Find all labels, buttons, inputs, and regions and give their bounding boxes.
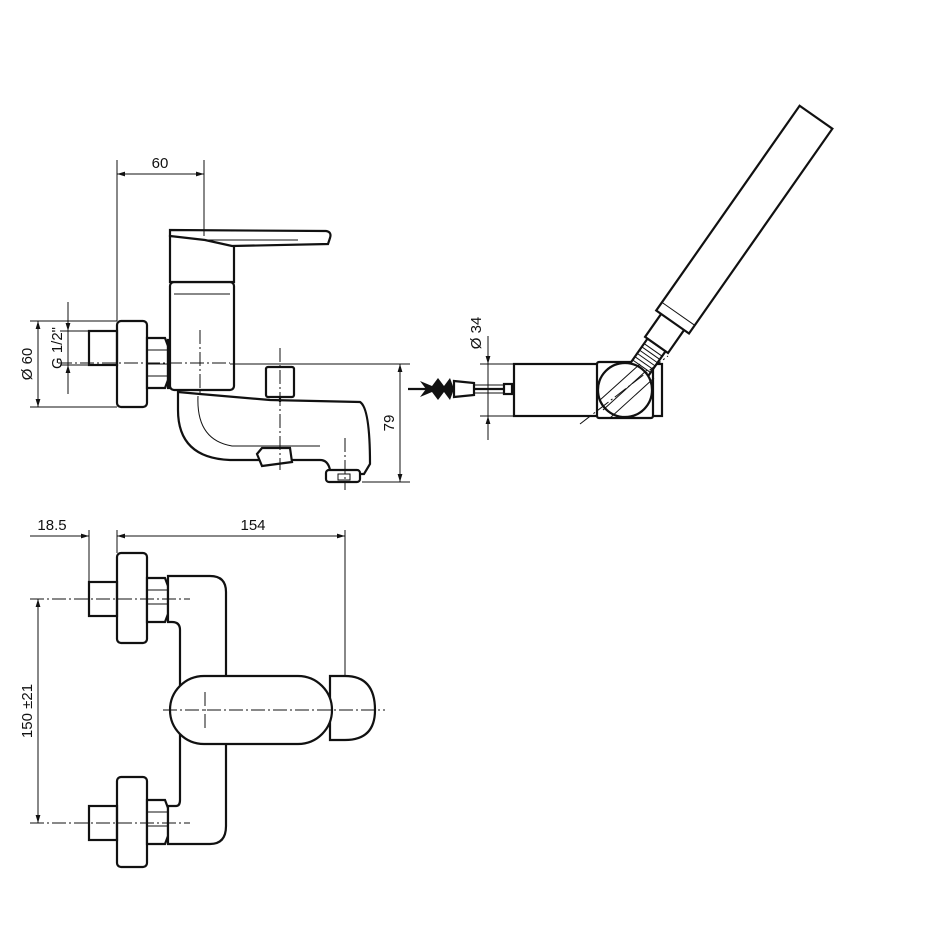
shower-holder-view: Ø 34: [408, 104, 834, 440]
lower-flange: [115, 775, 149, 869]
dim-thread: G 1/2": [49, 327, 66, 369]
aerator: [324, 468, 362, 484]
shower-outlet: [255, 446, 294, 468]
bath-spout: [176, 390, 372, 476]
dim-diameter-60: Ø 60: [19, 348, 36, 381]
mixer-body: [168, 280, 236, 392]
screw-plug: [408, 378, 516, 400]
wall-flange: [115, 319, 149, 409]
lower-nut: [145, 798, 170, 846]
upper-nut: [145, 576, 170, 624]
side-view: [58, 228, 372, 490]
plan-view: [30, 551, 385, 869]
lower-inlet: [87, 804, 119, 842]
dim-centers-150: 150 ±21: [19, 684, 36, 738]
plan-spout-cap: [328, 674, 377, 742]
side-view-dimensions: 60 Ø 60 G 1/2" 79: [19, 155, 410, 483]
upper-inlet: [87, 580, 119, 618]
dim-height-79: 79: [381, 415, 398, 432]
dim-depth-154: 154: [240, 517, 265, 534]
inlet-pipe: [87, 329, 119, 367]
dim-width-60: 60: [152, 155, 169, 172]
dim-diameter-34: Ø 34: [468, 317, 485, 350]
upper-flange: [115, 551, 149, 645]
plan-view-dimensions: 18.5 154 150 ±21: [19, 517, 346, 823]
dim-offset-18-5: 18.5: [37, 517, 66, 534]
lever-handle: [168, 228, 332, 248]
